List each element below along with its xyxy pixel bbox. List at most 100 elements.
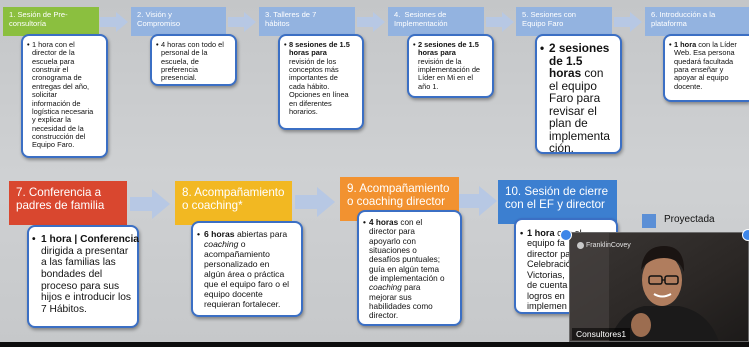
line: de 1.5	[549, 53, 583, 68]
line: logística necesaria	[32, 106, 94, 116]
line: Equipo Faro.	[32, 140, 75, 150]
line: para enseñar y	[674, 65, 724, 75]
line: 1 hora | Conferencia	[41, 234, 139, 245]
line: implementación de	[418, 65, 481, 75]
line: quedará facultada	[674, 56, 734, 66]
step-5-title: 5. Sesiones con Equipo Faro	[522, 10, 577, 28]
step-3-card	[278, 34, 364, 130]
step-2-card	[150, 34, 237, 86]
arrow-right-icon	[459, 186, 497, 216]
logo-text: FranklinCovey	[586, 242, 631, 249]
step-8-header: 8. Acompañamiento o coaching*	[175, 181, 292, 225]
line: Celebració	[527, 259, 571, 270]
line: docente.	[674, 81, 703, 91]
line: 7 Hábitos.	[41, 303, 87, 315]
line: escuela para	[32, 56, 75, 66]
line: 2 sesiones de 1.5	[418, 40, 479, 49]
step-4-lines: 2 sesiones de 1.5 horas para revisión de…	[413, 40, 493, 91]
line: Opciones en línea	[289, 90, 349, 100]
step-5-text: • 2 sesiones de 1.5 horas con el equipo …	[540, 42, 622, 155]
emphasis: 1 hora	[674, 40, 697, 49]
line: apoyar al equipo	[674, 73, 729, 83]
line: conceptos más	[289, 65, 339, 75]
bullet-icon: •	[32, 234, 36, 245]
line: horarios.	[289, 106, 318, 116]
line: horas con	[549, 66, 604, 80]
line: director pa	[527, 248, 571, 259]
emphasis: 6 horas	[204, 229, 235, 239]
step-7-title: 7. Conferencia a padres de familia	[16, 186, 105, 213]
step-5-lines: 2 sesiones de 1.5 horas con el equipo Fa…	[540, 42, 622, 155]
line: 6 horas abiertas para	[204, 229, 288, 239]
step-2-header: 2. Visión y Compromiso	[131, 7, 226, 36]
emphasis: 1 hora	[527, 228, 555, 238]
line: personalizado en	[204, 258, 270, 269]
pin-icon[interactable]	[560, 229, 572, 241]
line: requieran fortalecer.	[204, 298, 281, 309]
line: revisión de la	[418, 56, 462, 66]
arrow-right-icon	[130, 189, 170, 219]
step-3-lines: 8 sesiones de 1.5 horas para revisión de…	[284, 40, 364, 116]
line: 1 hora con el	[32, 40, 75, 49]
line: 2 sesiones	[549, 41, 610, 55]
line: cada hábito.	[289, 81, 330, 91]
step-6-header: 6. Introducción a la plataforma	[645, 7, 749, 36]
step-9-text: • 4 horas con el director para apoyarlo …	[363, 218, 463, 321]
line: Victorias,	[527, 269, 565, 280]
line: proceso para sus	[41, 280, 120, 292]
step-6-text: • 1 hora con la Líder Web. Esa persona q…	[669, 40, 749, 91]
participant-video-tile[interactable]: FranklinCovey Consultores1	[569, 232, 749, 342]
step-1-title: 1. Sesión de Pre- consultoría	[9, 10, 68, 28]
step-5-card	[535, 34, 622, 154]
line: mejorar sus	[369, 292, 412, 302]
line: personal de la	[161, 48, 208, 58]
step-7-text: • 1 hora | Conferencia dirigida a presen…	[32, 234, 140, 315]
step-3-header: 3. Talleres de 7 hábitos	[259, 7, 355, 36]
step-6-title: 6. Introducción a la plataforma	[651, 10, 716, 28]
bullet-icon: •	[27, 40, 30, 49]
step-3-title: 3. Talleres de 7 hábitos	[265, 10, 317, 28]
step-2-text: • 4 horas con todo el personal de la esc…	[156, 40, 236, 83]
line: 1 hora con la Líder	[674, 40, 737, 49]
bullet-icon: •	[156, 40, 159, 49]
line: construir el	[32, 65, 69, 75]
logo-mark-icon	[577, 242, 584, 249]
line: revisión de los	[289, 56, 337, 66]
line: revisar el	[549, 103, 597, 118]
line: plan de	[549, 116, 588, 130]
arrow-right-icon	[295, 187, 335, 217]
line: presencial.	[161, 73, 197, 83]
line: logros en	[527, 290, 565, 301]
emphasis: horas	[549, 66, 582, 80]
line: dirigida a presentar	[41, 245, 129, 257]
step-9-card	[357, 210, 462, 326]
step-6-lines: 1 hora con la Líder Web. Esa persona que…	[669, 40, 749, 91]
line: información de	[32, 98, 81, 108]
line: situaciones o	[369, 246, 417, 256]
line: algún área o práctica	[204, 268, 285, 279]
bullet-icon: •	[669, 40, 672, 49]
step-8-title: 8. Acompañamiento o coaching*	[182, 186, 285, 213]
bullet-icon: •	[197, 229, 201, 239]
emphasis: coaching	[369, 283, 402, 293]
bullet-icon: •	[284, 40, 287, 49]
pin-icon[interactable]	[742, 229, 749, 241]
step-1-lines: 1 hora con el director de la escuela par…	[27, 40, 107, 150]
step-9-lines: 4 horas con el director para apoyarlo co…	[363, 218, 463, 321]
line: Faro para	[549, 91, 601, 105]
line: Líder en Mi en el	[418, 73, 474, 83]
step-6-card	[663, 34, 749, 102]
step-2-title: 2. Visión y Compromiso	[137, 10, 181, 28]
line: equipo docente	[204, 288, 263, 299]
line: habilidades como	[369, 302, 433, 312]
arrow-right-icon	[357, 12, 385, 32]
step-4-title: 4. Sesiones de Implementación	[394, 10, 448, 28]
arrow-right-icon	[100, 12, 128, 32]
line: Web. Esa persona	[674, 48, 735, 58]
legend-swatch	[642, 214, 656, 228]
step-7-lines: 1 hora | Conferencia dirigida a presenta…	[32, 234, 140, 315]
line: coaching para	[369, 283, 421, 293]
line: implemen	[527, 301, 567, 312]
line: coaching o	[204, 238, 246, 249]
